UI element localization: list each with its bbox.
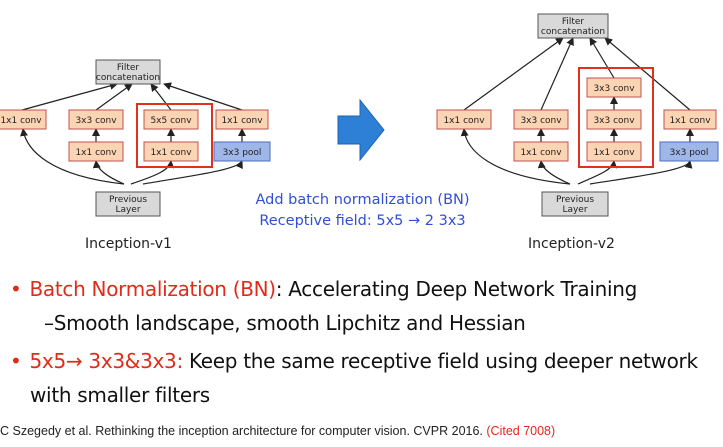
bullet-dot: • <box>10 277 22 301</box>
v1-1x1-conv-under-3x3: 1x1 conv <box>68 141 124 162</box>
svg-text:3x3 pool: 3x3 pool <box>223 148 262 158</box>
svg-text:1x1 conv: 1x1 conv <box>0 116 42 126</box>
svg-text:Layer: Layer <box>115 205 140 215</box>
svg-text:Filter: Filter <box>562 17 585 27</box>
svg-text:1x1 conv: 1x1 conv <box>669 116 711 126</box>
bullet-list: • Batch Normalization (BN): Accelerating … <box>10 272 723 412</box>
v1-3x3-pool: 3x3 pool <box>213 141 271 162</box>
citation-text: C Szegedy et al. Rethinking the inceptio… <box>0 424 487 438</box>
svg-text:3x3 conv: 3x3 conv <box>593 84 635 94</box>
svg-text:Filter: Filter <box>117 63 140 73</box>
svg-text:3x3 pool: 3x3 pool <box>670 148 709 158</box>
svg-text:3x3 conv: 3x3 conv <box>593 116 635 126</box>
svg-text:concatenation: concatenation <box>541 27 605 37</box>
svg-text:1x1 conv: 1x1 conv <box>75 148 117 158</box>
v1-3x3-conv: 3x3 conv <box>68 109 124 130</box>
v2-stack-highlight <box>578 67 654 168</box>
v1-5x5-highlight <box>136 103 213 168</box>
v2-1x1-conv-right: 1x1 conv <box>663 109 717 130</box>
bn-note: Add batch normalization (BN) Receptive f… <box>250 190 475 232</box>
svg-text:1x1 conv: 1x1 conv <box>520 148 562 158</box>
bullet-1-highlight: Batch Normalization (BN) <box>29 277 277 301</box>
svg-text:3x3 conv: 3x3 conv <box>520 116 562 126</box>
v2-connectors <box>460 37 694 185</box>
svg-text:1x1 conv: 1x1 conv <box>443 116 485 126</box>
v1-filter-concatenation: Filter concatenation <box>95 59 161 85</box>
v2-1x1-conv-left: 1x1 conv <box>436 109 492 130</box>
caption-inception-v2: Inception-v2 <box>528 236 615 252</box>
bullet-1: • Batch Normalization (BN): Accelerating … <box>10 272 723 306</box>
v2-filter-concatenation: Filter concatenation <box>537 13 609 39</box>
citation-count: (Cited 7008) <box>486 424 556 438</box>
v2-3x3-conv: 3x3 conv <box>513 109 569 130</box>
v2-3x3-conv-stack-top: 3x3 conv <box>586 77 642 98</box>
v2-3x3-conv-stack-mid: 3x3 conv <box>586 109 642 130</box>
v2-previous-layer: Previous Layer <box>541 191 609 217</box>
svg-text:Layer: Layer <box>562 205 587 215</box>
caption-inception-v1: Inception-v1 <box>85 236 172 252</box>
svg-text:Previous: Previous <box>109 195 147 205</box>
svg-text:5x5 conv: 5x5 conv <box>150 116 192 126</box>
svg-text:1x1 conv: 1x1 conv <box>150 148 192 158</box>
bullet-2-highlight: 5x5→ 3x3&3x3: <box>29 349 184 373</box>
bn-note-line2: Receptive field: 5x5 → 2 3x3 <box>259 213 466 229</box>
v1-1x1-conv-left: 1x1 conv <box>0 109 47 130</box>
sub-bullet-text: Smooth landscape, smooth Lipchitz and He… <box>53 311 526 335</box>
svg-text:1x1 conv: 1x1 conv <box>593 148 635 158</box>
bullet-2-continuation: with smaller filters <box>30 383 210 407</box>
v1-connectors <box>20 81 246 185</box>
v2-1x1-conv-under-3x3: 1x1 conv <box>513 141 569 162</box>
v2-1x1-conv-under-stack: 1x1 conv <box>586 141 642 162</box>
v1-previous-layer: Previous Layer <box>95 191 161 217</box>
svg-text:3x3 conv: 3x3 conv <box>75 116 117 126</box>
v2-3x3-pool: 3x3 pool <box>659 141 719 162</box>
inception-diagram: Filter concatenation 1x1 conv 3x3 conv 5… <box>0 13 719 217</box>
bullet-dot: • <box>10 349 22 373</box>
bullet-2-text: Keep the same receptive field using deep… <box>182 349 698 373</box>
svg-text:Previous: Previous <box>556 195 594 205</box>
sub-dash: – <box>44 311 54 335</box>
v1-1x1-conv-under-5x5: 1x1 conv <box>143 141 199 162</box>
bn-note-line1: Add batch normalization (BN) <box>255 192 470 208</box>
bullet-2: • 5x5→ 3x3&3x3: Keep the same receptive f… <box>10 344 723 378</box>
transition-arrow-icon <box>337 98 385 162</box>
bullet-1-text: : Accelerating Deep Network Training <box>275 277 638 301</box>
svg-text:concatenation: concatenation <box>96 73 160 83</box>
v1-1x1-conv-right: 1x1 conv <box>215 109 269 130</box>
citation: C Szegedy et al. Rethinking the inceptio… <box>0 424 555 438</box>
svg-text:1x1 conv: 1x1 conv <box>221 116 263 126</box>
v1-5x5-conv: 5x5 conv <box>143 109 199 130</box>
bullet-1-sub: –Smooth landscape, smooth Lipchitz and H… <box>10 306 723 340</box>
